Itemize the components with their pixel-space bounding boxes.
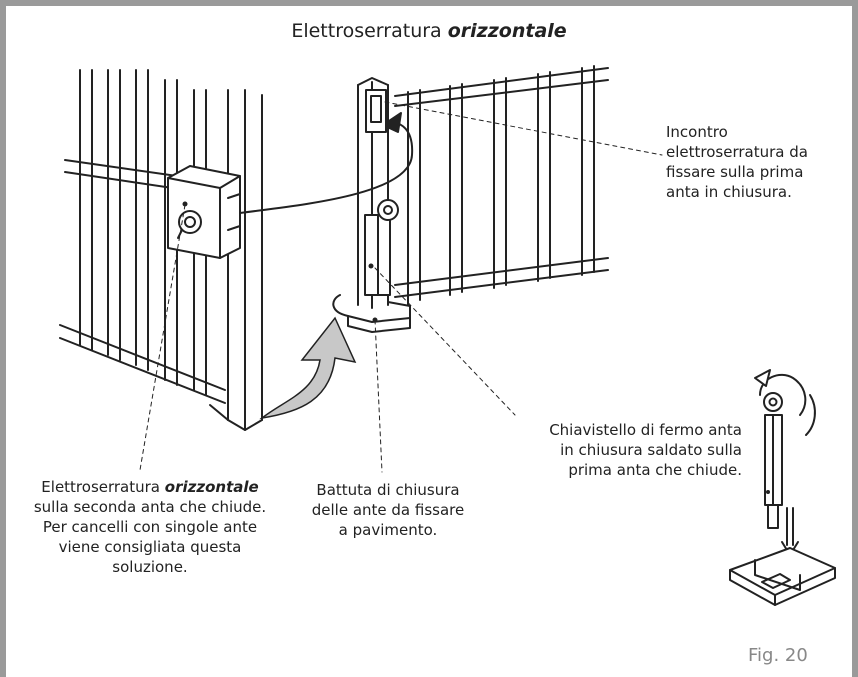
label-battuta: Battuta di chiusura delle ante da fissar… [296,480,480,540]
label-elettro-emphasis: orizzontale [164,478,259,496]
bolt-detail [729,369,836,606]
rotation-arrow-icon [259,316,357,420]
right-gate-leaf [332,65,609,333]
label-incontro-line: anta in chiusura. [666,183,792,201]
label-elettro-line: viene consigliata questa [58,538,242,556]
label-incontro-line: fissare sulla prima [666,163,804,181]
label-elettro-line: Per cancelli con singole ante [42,518,258,536]
label-elettro-line: Elettroserratura orizzontale [0,477,300,497]
frame-left-border [0,0,6,677]
label-battuta-line: delle ante da fissare [311,501,465,519]
label-chiavistello: Chiavistello di fermo anta in chiusura s… [470,420,742,480]
label-elettro-line: sulla seconda anta che chiude. [33,498,267,516]
leader-lines [139,101,663,473]
label-incontro-line: elettroserratura da [666,143,808,161]
label-incontro: Incontro elettroserratura da fissare sul… [666,122,846,202]
frame-right-border [852,0,858,677]
label-elettro-prefix: Elettroserratura [41,478,165,496]
label-battuta-line: Battuta di chiusura [316,481,460,499]
label-elettroserratura: Elettroserratura orizzontale sulla secon… [0,477,300,577]
page-title: Elettroserratura orizzontale [0,20,858,42]
label-chiavistello-line: Chiavistello di fermo anta [549,421,742,439]
electric-lock-box [167,165,241,259]
label-battuta-line: a pavimento. [338,521,438,539]
figure-number: Fig. 20 [748,645,808,666]
title-emphasis: orizzontale [447,20,567,42]
frame-top-border [0,0,858,6]
label-chiavistello-line: prima anta che chiude. [568,461,742,479]
label-elettro-line: soluzione. [112,558,188,576]
title-prefix: Elettroserratura [291,20,448,42]
label-chiavistello-line: in chiusura saldato sulla [560,441,742,459]
label-incontro-line: Incontro [666,123,728,141]
